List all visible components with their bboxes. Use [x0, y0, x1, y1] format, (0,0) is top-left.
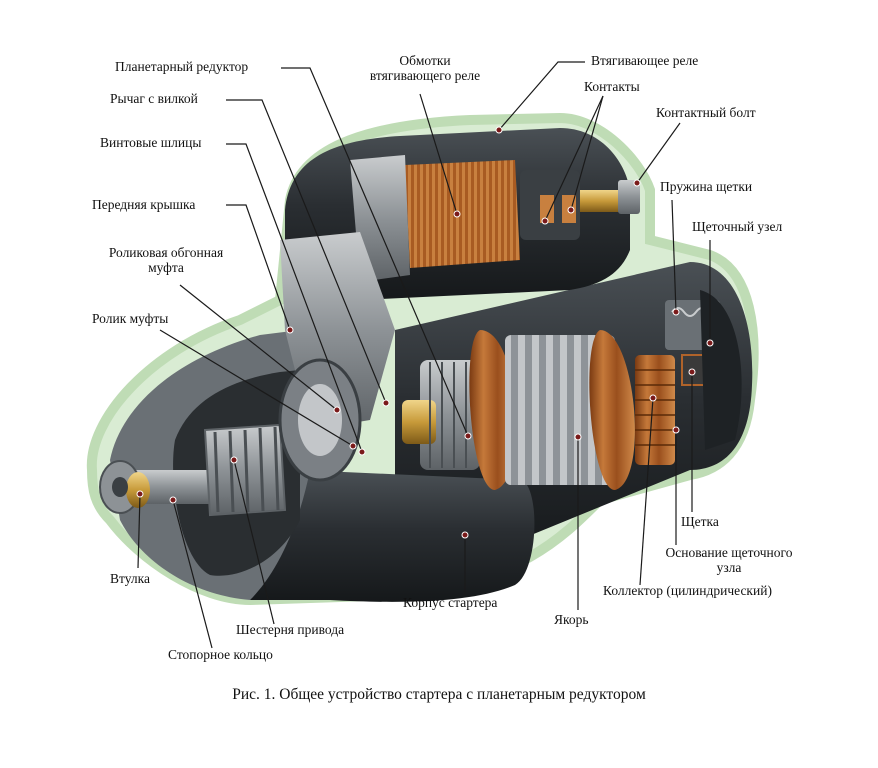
- contact-bolt-head: [618, 180, 640, 214]
- leader-fork-lever: [226, 99, 387, 404]
- marker-solenoid-windings: [453, 210, 461, 218]
- leader-contacts: [544, 95, 604, 222]
- armature-winding-left: [469, 330, 517, 490]
- label-brush-base-line2: узла: [716, 559, 742, 575]
- shaft-center: [112, 477, 128, 497]
- leader-planetary-gear: [281, 67, 469, 437]
- label-contact-bolt: Контактный болт: [656, 105, 756, 120]
- label-front-cover: Передняя крышка: [92, 197, 196, 212]
- leader-roller-clutch: [179, 284, 338, 411]
- label-contacts: Контакты: [584, 79, 640, 94]
- leader-retaining-ring: [172, 499, 213, 649]
- armature-winding-right: [589, 330, 635, 490]
- label-solenoid: Втягивающее реле: [591, 53, 699, 68]
- leader-markers: [136, 126, 714, 539]
- marker-drive-gear: [230, 456, 238, 464]
- label-solenoid-windings: Обмотки втягивающего реле: [355, 53, 495, 84]
- label-brush-base: Основание щеточного узла: [644, 545, 814, 576]
- planetary-teeth: [429, 362, 467, 468]
- marker-solenoid: [495, 126, 503, 134]
- label-brush-holder: Щеточный узел: [692, 219, 783, 234]
- leader-commutator: [639, 397, 654, 586]
- marker-planetary-gear: [464, 432, 472, 440]
- leader-contacts-2: [570, 95, 604, 211]
- marker-housing: [461, 531, 469, 539]
- leader-lines: [137, 61, 711, 649]
- marker-bushing: [136, 490, 144, 498]
- figure-caption: Рис. 1. Общее устройство стартера с план…: [232, 686, 646, 703]
- clutch-inner: [298, 384, 342, 456]
- label-commutator: Коллектор (цилиндрический): [603, 583, 772, 598]
- marker-brush-spring: [672, 308, 680, 316]
- label-brush-base-line1: Основание щеточного: [665, 545, 793, 560]
- contact-plate: [540, 195, 554, 223]
- marker-brush-holder: [706, 339, 714, 347]
- marker-brush-base: [672, 426, 680, 434]
- marker-armature: [574, 433, 582, 441]
- brass-bushing: [402, 400, 436, 444]
- leader-solenoid-windings: [419, 93, 458, 215]
- marker-brush: [688, 368, 696, 376]
- label-drive-gear: Шестерня привода: [236, 622, 345, 637]
- starter-housing-shell: [250, 470, 535, 602]
- marker-contacts-2: [567, 206, 575, 214]
- label-helical-splines: Винтовые шлицы: [100, 135, 202, 150]
- marker-fork-lever: [382, 399, 390, 407]
- leader-drive-gear: [233, 459, 275, 625]
- contact-bolt-thread: [580, 190, 622, 212]
- label-clutch-roller: Ролик муфты: [92, 311, 169, 326]
- label-solenoid-windings-line1: Обмотки: [399, 53, 451, 68]
- marker-clutch-roller: [349, 442, 357, 450]
- marker-roller-clutch: [333, 406, 341, 414]
- label-roller-clutch-line1: Роликовая обгонная: [108, 245, 224, 260]
- marker-contact-bolt: [633, 179, 641, 187]
- leader-bushing: [137, 493, 141, 569]
- leader-contact-bolt: [636, 122, 681, 184]
- label-armature: Якорь: [554, 612, 589, 627]
- marker-retaining-ring: [169, 496, 177, 504]
- leader-front-cover: [226, 204, 291, 331]
- bushing-ring: [126, 472, 150, 508]
- leader-helical-splines: [226, 143, 363, 453]
- label-roller-clutch-line2: муфта: [148, 259, 184, 275]
- label-brush-spring: Пружина щетки: [660, 179, 753, 194]
- label-retaining-ring: Стопорное кольцо: [168, 647, 273, 662]
- label-roller-clutch: Роликовая обгонная муфта: [86, 245, 246, 276]
- label-fork-lever: Рычаг с вилкой: [110, 91, 198, 106]
- solenoid-coil: [405, 160, 520, 268]
- leader-clutch-roller: [159, 329, 354, 447]
- label-solenoid-windings-line2: втягивающего реле: [369, 67, 481, 83]
- armature-core: [505, 335, 615, 485]
- marker-front-cover: [286, 326, 294, 334]
- label-bushing: Втулка: [110, 571, 150, 586]
- label-planetary-gear: Планетарный редуктор: [115, 59, 249, 74]
- marker-helical-splines: [358, 448, 366, 456]
- label-brush: Щетка: [681, 514, 719, 529]
- label-housing: Корпус стартера: [403, 595, 498, 610]
- marker-commutator: [649, 394, 657, 402]
- gear-teeth: [213, 426, 280, 513]
- leader-solenoid: [498, 61, 585, 131]
- marker-contacts: [541, 217, 549, 225]
- leader-brush-spring: [671, 199, 677, 313]
- commutator: [635, 355, 675, 465]
